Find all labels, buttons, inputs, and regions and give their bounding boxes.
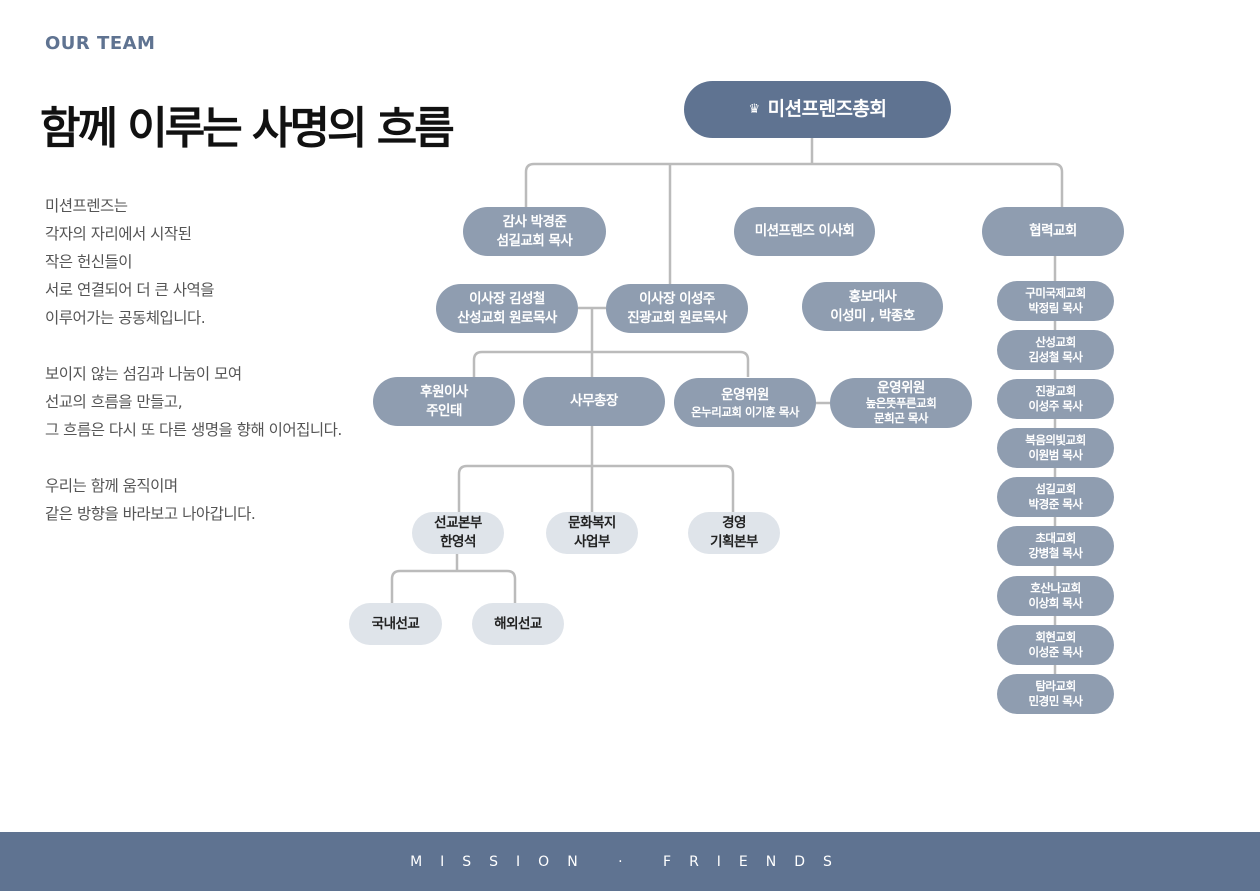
desc-line: 같은 방향을 바라보고 나아갑니다. <box>45 505 256 523</box>
node-label: 운영위원 <box>877 379 925 396</box>
node-label: 협력교회 <box>1029 223 1077 239</box>
church-name: 회현교회 <box>1035 630 1076 644</box>
overseas-missions-node[interactable]: 해외선교 <box>472 603 564 645</box>
church-name: 구미국제교회 <box>1025 286 1086 300</box>
node-label: 해외선교 <box>494 615 542 632</box>
node-label: 선교본부 <box>434 515 482 531</box>
desc-line: 선교의 흐름을 만들고, <box>45 393 183 411</box>
partner-churches-node[interactable]: 협력교회 <box>982 207 1124 256</box>
node-sublabel: 진광교회 원로목사 <box>627 309 727 326</box>
secretary-general-node[interactable]: 사무총장 <box>523 377 665 426</box>
node-sublabel: 기획본부 <box>710 534 758 550</box>
page-title: 함께 이루는 사명의 흐름 <box>40 103 455 154</box>
church-name: 산성교회 <box>1035 335 1076 349</box>
pastor-name: 이성주 목사 <box>1028 399 1083 413</box>
node-label: 이사장 이성주 <box>639 290 715 307</box>
pastor-name: 이성준 목사 <box>1028 645 1083 659</box>
church-name: 탐라교회 <box>1035 679 1076 693</box>
node-sublabel: 이성미 , 박종호 <box>830 307 915 324</box>
desc-line: 서로 연결되어 더 큰 사역을 <box>45 281 215 299</box>
pastor-name: 이원범 목사 <box>1028 448 1083 462</box>
node-label: 문화복지 <box>568 515 616 531</box>
node-label: 국내선교 <box>371 615 420 632</box>
church-name: 초대교회 <box>1035 531 1076 545</box>
church-name: 호산나교회 <box>1030 581 1081 595</box>
pastor-name: 이상희 목사 <box>1028 596 1083 610</box>
pastor-name: 강병철 목사 <box>1028 546 1083 560</box>
desc-line: 이루어가는 공동체입니다. <box>45 309 206 327</box>
node-sublabel: 주인태 <box>426 402 462 419</box>
node-sublabel: 사업부 <box>574 534 610 550</box>
node-sublabel: 문희곤 목사 <box>874 410 928 425</box>
desc-line: 보이지 않는 섬김과 나눔이 모여 <box>45 365 242 383</box>
general-assembly-node[interactable]: ♛ 미션프렌즈총회 <box>684 81 951 138</box>
pastor-name: 박경준 목사 <box>1028 497 1083 511</box>
node-label: 이사장 김성철 <box>469 290 545 307</box>
node-sublabel: 온누리교회 이기훈 목사 <box>691 404 799 419</box>
church-name: 복음의빛교회 <box>1025 433 1086 447</box>
node-label: 사무총장 <box>570 393 618 409</box>
footer-bar: MISSION · FRIENDS <box>0 832 1260 891</box>
desc-line: 각자의 자리에서 시작된 <box>45 225 192 243</box>
desc-line: 작은 헌신들이 <box>45 253 133 271</box>
node-label: 경영 <box>722 515 746 531</box>
node-sublabel: 산성교회 원로목사 <box>457 309 557 326</box>
desc-line: 그 흐름은 다시 또 다른 생명을 향해 이어집니다. <box>45 421 342 439</box>
node-label: 후원이사 <box>420 383 468 400</box>
pastor-name: 민경민 목사 <box>1028 694 1083 708</box>
pastor-name: 김성철 목사 <box>1028 350 1083 364</box>
node-label: 감사 박경준 <box>502 213 567 230</box>
church-name: 진광교회 <box>1035 384 1076 398</box>
node-label: 미션프렌즈 이사회 <box>754 223 855 239</box>
node-sublabel: 섬길교회 목사 <box>496 232 573 249</box>
crown-icon: ♛ <box>748 102 760 117</box>
node-sublabel: 높은뜻푸른교회 <box>865 395 937 410</box>
domestic-missions-node[interactable]: 국내선교 <box>349 603 442 645</box>
board-node[interactable]: 미션프렌즈 이사회 <box>734 207 875 256</box>
desc-line: 미션프렌즈는 <box>45 197 128 215</box>
node-label: 미션프렌즈총회 <box>767 98 887 120</box>
node-label: 홍보대사 <box>848 288 897 305</box>
pastor-name: 박정림 목사 <box>1028 301 1083 315</box>
church-name: 섬길교회 <box>1035 482 1076 496</box>
desc-line: 우리는 함께 움직이며 <box>45 477 178 495</box>
section-eyebrow: OUR TEAM <box>45 33 156 54</box>
footer-brand: MISSION · FRIENDS <box>410 853 850 870</box>
node-label: 운영위원 <box>721 386 769 403</box>
node-sublabel: 한영석 <box>440 534 476 550</box>
